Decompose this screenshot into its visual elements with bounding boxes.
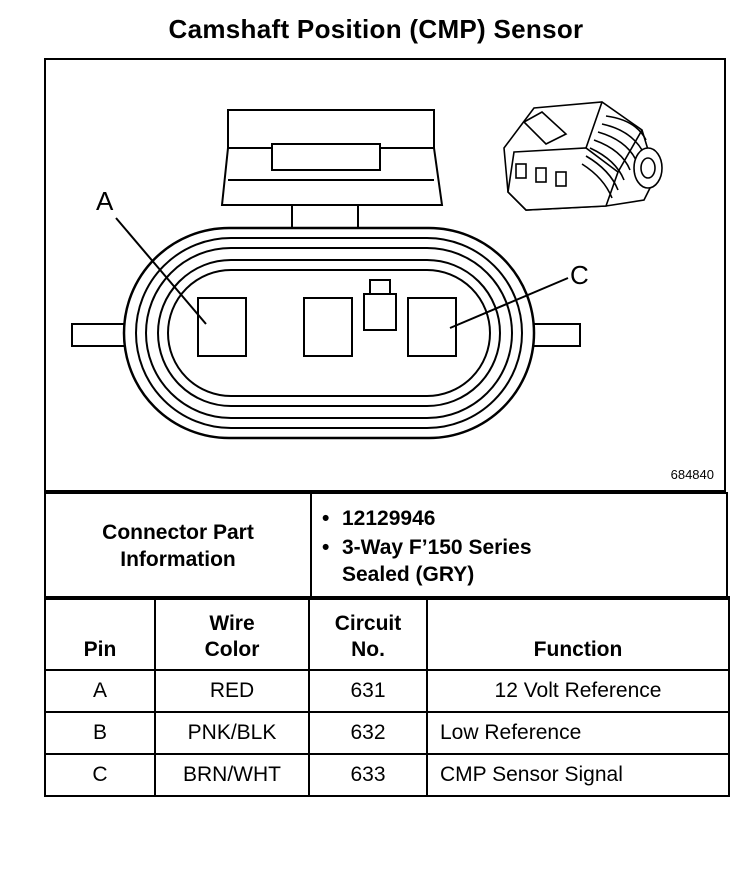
connector-info-table: Connector Part Information 12129946 3-Wa…	[44, 492, 728, 600]
terminal-b	[303, 297, 353, 357]
connector-label-cell: Connector Part Information	[44, 492, 312, 600]
cell-function: Low Reference	[426, 711, 730, 755]
header-pin: Pin	[44, 596, 156, 671]
terminal-c	[407, 297, 457, 357]
connector-label-line2: Information	[120, 548, 236, 571]
cell-wire-color: RED	[154, 669, 310, 713]
cell-circuit: 631	[308, 669, 428, 713]
cell-circuit: 633	[308, 753, 428, 797]
table-row: A RED 631 12 Volt Reference	[44, 669, 730, 713]
connector-item-type: 3-Way F’150 Series Sealed (GRY)	[320, 534, 726, 588]
cell-wire-color: BRN/WHT	[154, 753, 310, 797]
terminal-a	[197, 297, 247, 357]
connector-item-part-number: 12129946	[320, 505, 726, 532]
connector-label-line1: Connector Part	[102, 521, 254, 544]
cell-circuit: 632	[308, 711, 428, 755]
cell-function: 12 Volt Reference	[426, 669, 730, 713]
cavity	[167, 269, 491, 397]
header-function: Function	[426, 596, 730, 671]
pin-label-c: C	[570, 260, 589, 290]
latch-window	[271, 143, 381, 171]
connector-figure: A C 684840	[44, 58, 726, 492]
cell-pin: A	[44, 669, 156, 713]
header-circuit: Circuit No.	[308, 596, 428, 671]
cell-pin: C	[44, 753, 156, 797]
cell-function: CMP Sensor Signal	[426, 753, 730, 797]
cell-pin: B	[44, 711, 156, 755]
connector-info-cell: 12129946 3-Way F’150 Series Sealed (GRY)	[310, 492, 728, 600]
cell-wire-color: PNK/BLK	[154, 711, 310, 755]
connector-iso-view	[503, 101, 663, 211]
pin-table-header: Pin Wire Color Circuit No. Function	[44, 596, 730, 671]
table-row: C BRN/WHT 633 CMP Sensor Signal	[44, 753, 730, 797]
leader-line-c	[449, 277, 569, 329]
leader-line-a	[115, 217, 207, 325]
pin-table: Pin Wire Color Circuit No. Function A RE…	[44, 596, 730, 797]
header-wire-color: Wire Color	[154, 596, 310, 671]
figure-id: 684840	[670, 467, 714, 482]
page-title: Camshaft Position (CMP) Sensor	[168, 14, 584, 44]
pin-label-a: A	[96, 186, 114, 216]
connector-face-drawing	[71, 101, 663, 440]
table-row: B PNK/BLK 632 Low Reference	[44, 711, 730, 755]
right-ear	[531, 323, 581, 347]
